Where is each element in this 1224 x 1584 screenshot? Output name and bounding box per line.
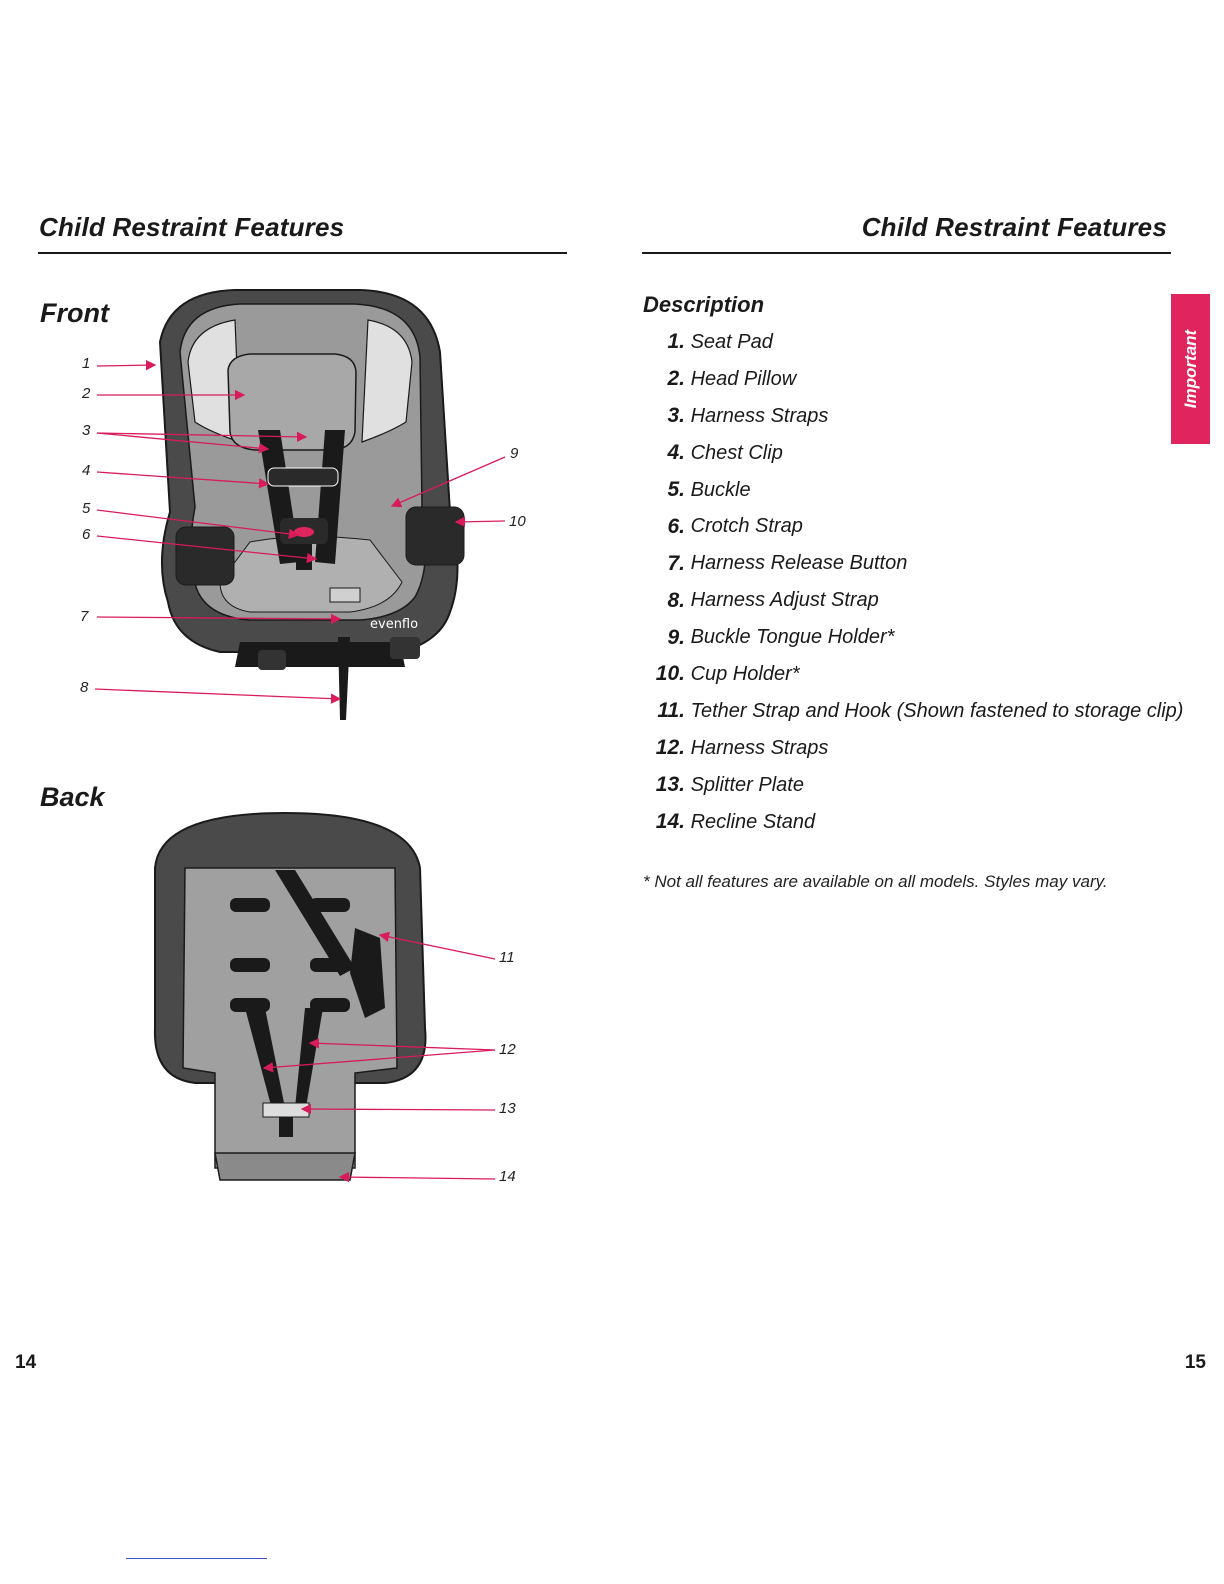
left-header-rule — [38, 252, 567, 254]
front-callout-6: 6 — [82, 526, 91, 543]
item-number: 5. — [667, 478, 685, 501]
front-callout-2: 2 — [82, 385, 91, 402]
item-label: Harness Straps — [690, 736, 829, 759]
front-section-title: Front — [40, 298, 109, 328]
list-item: 13. Splitter Plate — [643, 767, 1203, 804]
arrow-12a — [308, 1038, 496, 1051]
list-item: 6. Crotch Strap — [643, 508, 1203, 545]
list-item: 11. Tether Strap and Hook (Shown fastene… — [643, 693, 1203, 730]
item-label: Harness Adjust Strap — [690, 589, 879, 612]
item-number: 2. — [667, 367, 685, 391]
back-section-title: Back — [40, 782, 105, 812]
item-number: 13. — [655, 773, 685, 797]
front-callout-9: 9 — [510, 445, 519, 462]
list-item: 3. Harness Straps — [643, 398, 1203, 435]
item-number: 4. — [667, 441, 685, 465]
item-label: Harness Straps — [690, 404, 829, 427]
front-callout-10: 10 — [509, 513, 526, 530]
item-number: 14. — [655, 810, 685, 834]
item-number: 10. — [655, 662, 685, 686]
front-callout-4: 4 — [82, 462, 91, 479]
item-label: Recline Stand — [690, 810, 816, 833]
list-item: 9. Buckle Tongue Holder* — [643, 619, 1203, 656]
evenflo-logo: evenflo — [370, 617, 418, 632]
front-callout-7: 7 — [80, 608, 89, 625]
front-callout-8: 8 — [80, 679, 89, 696]
page-number-left: 14 — [15, 1352, 37, 1373]
list-item: 2. Head Pillow — [643, 361, 1203, 398]
arrow-5 — [96, 509, 300, 540]
item-number: 1. — [667, 330, 685, 354]
front-callout-1: 1 — [82, 355, 91, 372]
description-list: 1. Seat Pad 2. Head Pillow 3. Harness St… — [643, 324, 1203, 840]
item-label: Buckle Tongue Holder* — [690, 626, 895, 649]
right-page-header: Child Restraint Features — [861, 212, 1167, 242]
left-page-header: Child Restraint Features — [39, 212, 345, 242]
item-number: 11. — [657, 699, 685, 723]
bottom-link-underline[interactable] — [126, 1558, 267, 1559]
item-label: Cup Holder* — [690, 662, 800, 685]
arrow-13 — [300, 1103, 496, 1115]
item-label: Splitter Plate — [690, 773, 804, 796]
item-number: 3. — [667, 404, 685, 428]
arrow-6 — [96, 535, 318, 564]
list-item: 5. Buckle — [643, 472, 1203, 509]
page-number-right: 15 — [1184, 1352, 1206, 1373]
front-callout-3: 3 — [82, 422, 91, 439]
back-callout-12: 12 — [499, 1041, 516, 1058]
back-callout-14: 14 — [499, 1168, 516, 1185]
arrow-12b — [262, 1049, 496, 1073]
list-item: 7. Harness Release Button — [643, 545, 1203, 582]
item-label: Chest Clip — [690, 441, 783, 464]
list-item: 1. Seat Pad — [643, 324, 1203, 361]
list-item: 10. Cup Holder* — [643, 656, 1203, 693]
arrow-3a — [96, 432, 270, 454]
item-number: 6. — [667, 514, 685, 538]
arrow-7 — [96, 613, 342, 625]
arrow-14 — [338, 1171, 496, 1183]
front-callout-5: 5 — [82, 500, 91, 517]
item-number: 12. — [655, 736, 685, 760]
front-seat-illustration: evenflo — [158, 289, 465, 720]
arrow-9 — [390, 456, 506, 508]
description-title: Description — [643, 292, 765, 317]
back-seat-illustration — [153, 811, 427, 1181]
item-number: 8. — [667, 588, 685, 612]
item-label: Seat Pad — [690, 330, 773, 353]
item-label: Tether Strap and Hook (Shown fastened to… — [690, 699, 1184, 722]
side-tab-label: Important — [1180, 329, 1200, 409]
list-item: 8. Harness Adjust Strap — [643, 582, 1203, 619]
item-label: Harness Release Button — [690, 552, 908, 575]
item-number: 7. — [667, 551, 685, 575]
item-label: Crotch Strap — [690, 515, 803, 538]
arrow-10 — [454, 516, 506, 528]
arrow-1 — [96, 359, 157, 371]
list-item: 12. Harness Straps — [643, 730, 1203, 767]
item-number: 9. — [667, 625, 685, 649]
arrow-8 — [94, 688, 342, 704]
right-header-rule — [642, 252, 1171, 254]
list-item: 14. Recline Stand — [643, 804, 1203, 841]
back-callout-11: 11 — [499, 949, 515, 966]
important-side-tab: Important — [1171, 294, 1210, 444]
availability-footnote: * Not all features are available on all … — [643, 872, 1108, 891]
back-callout-13: 13 — [499, 1100, 516, 1117]
item-label: Buckle — [690, 478, 751, 501]
arrow-3b — [96, 431, 308, 443]
list-item: 4. Chest Clip — [643, 435, 1203, 472]
item-label: Head Pillow — [690, 367, 797, 390]
arrow-4 — [96, 471, 270, 489]
arrow-11 — [378, 931, 496, 960]
